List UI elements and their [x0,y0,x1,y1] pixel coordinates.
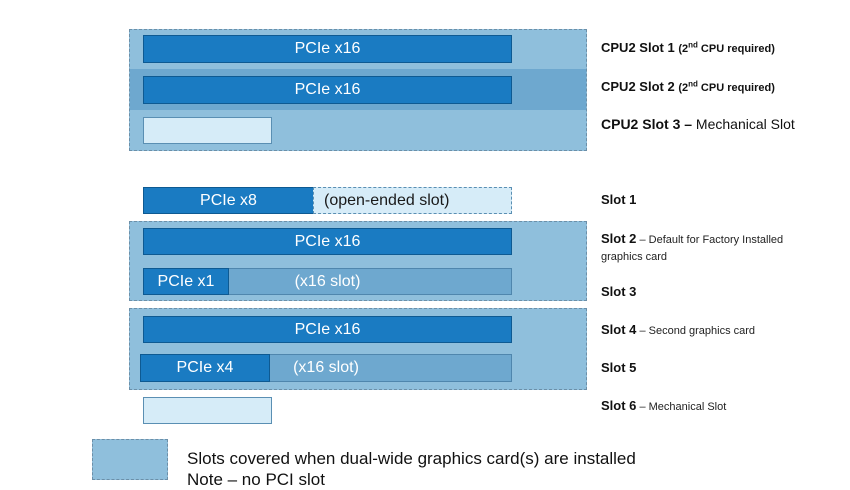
slot1-pcie: PCIe x8 [143,187,314,214]
legend-line1: Slots covered when dual-wide graphics ca… [187,449,636,468]
slot2-name: Slot 2 [601,231,637,246]
legend-swatch [92,439,168,480]
slot5-x16-label: (x16 slot) [293,359,359,376]
slot2-desc-line2: graphics card [601,251,668,263]
cpu2-slot2-note-sup: nd [688,79,698,89]
cpu2-slot3-name: CPU2 Slot 3 – [601,116,693,132]
slot4-pcie: PCIe x16 [143,316,512,343]
slot5-pcie-label: PCIe x4 [176,359,234,376]
slot1-caption: Slot 1 [601,192,636,207]
cpu2-slot1-note-sup: nd [688,40,698,50]
slot1-open-ended: (open-ended slot) [313,187,512,214]
legend-text: Slots covered when dual-wide graphics ca… [187,448,636,490]
slot3-x16-label: (x16 slot) [294,272,361,290]
slot2-pcie-label: PCIe x16 [294,232,361,250]
legend-line2: Note – no PCI slot [187,470,325,489]
slot4-desc: – Second graphics card [636,325,756,337]
cpu2-slot2-note-pre: (2 [678,82,689,94]
cpu2-slot1-name: CPU2 Slot 1 [601,40,675,55]
slot2-caption: Slot 2 – Default for Factory Installed g… [601,231,783,265]
cpu2-slot1-pcie: PCIe x16 [143,35,512,63]
slot4-pcie-label: PCIe x16 [294,320,361,338]
slot6-desc: – Mechanical Slot [636,401,727,413]
slot6-caption: Slot 6 – Mechanical Slot [601,398,726,413]
cpu2-slot3-mechanical [143,117,272,144]
cpu2-slot1-note-pre: (2 [678,43,689,55]
slot4-name: Slot 4 [601,322,637,337]
cpu2-slot1-note-post: CPU required) [697,43,775,55]
slot4-caption: Slot 4 – Second graphics card [601,322,755,337]
cpu2-slot2-pcie-label: PCIe x16 [294,81,361,98]
cpu2-slot3-caption: CPU2 Slot 3 – Mechanical Slot [601,116,795,132]
slot1-name: Slot 1 [601,192,637,207]
slot6-name: Slot 6 [601,398,637,413]
slot2-pcie: PCIe x16 [143,228,512,255]
slot6-mechanical [143,397,272,424]
slot3-name: Slot 3 [601,284,637,299]
slot3-pcie: PCIe x1 [143,268,229,295]
cpu2-slot2-note-post: CPU required) [697,82,775,94]
cpu2-slot2-caption: CPU2 Slot 2 (2nd CPU required) [601,79,775,94]
slot1-pcie-label: PCIe x8 [200,191,257,209]
cpu2-slot2-pcie: PCIe x16 [143,76,512,104]
slot3-pcie-label: PCIe x1 [157,272,215,290]
cpu2-slot2-name: CPU2 Slot 2 [601,79,675,94]
cpu2-slot1-caption: CPU2 Slot 1 (2nd CPU required) [601,40,775,55]
cpu2-slot1-pcie-label: PCIe x16 [294,40,361,57]
slot5-pcie: PCIe x4 [140,354,270,382]
slot5-name: Slot 5 [601,360,637,375]
slot2-desc-line1: – Default for Factory Installed [636,234,784,246]
slot3-caption: Slot 3 [601,284,636,299]
slot1-open-ended-label: (open-ended slot) [324,191,450,209]
cpu2-slot3-desc: Mechanical Slot [692,116,795,132]
slot5-caption: Slot 5 [601,360,636,375]
